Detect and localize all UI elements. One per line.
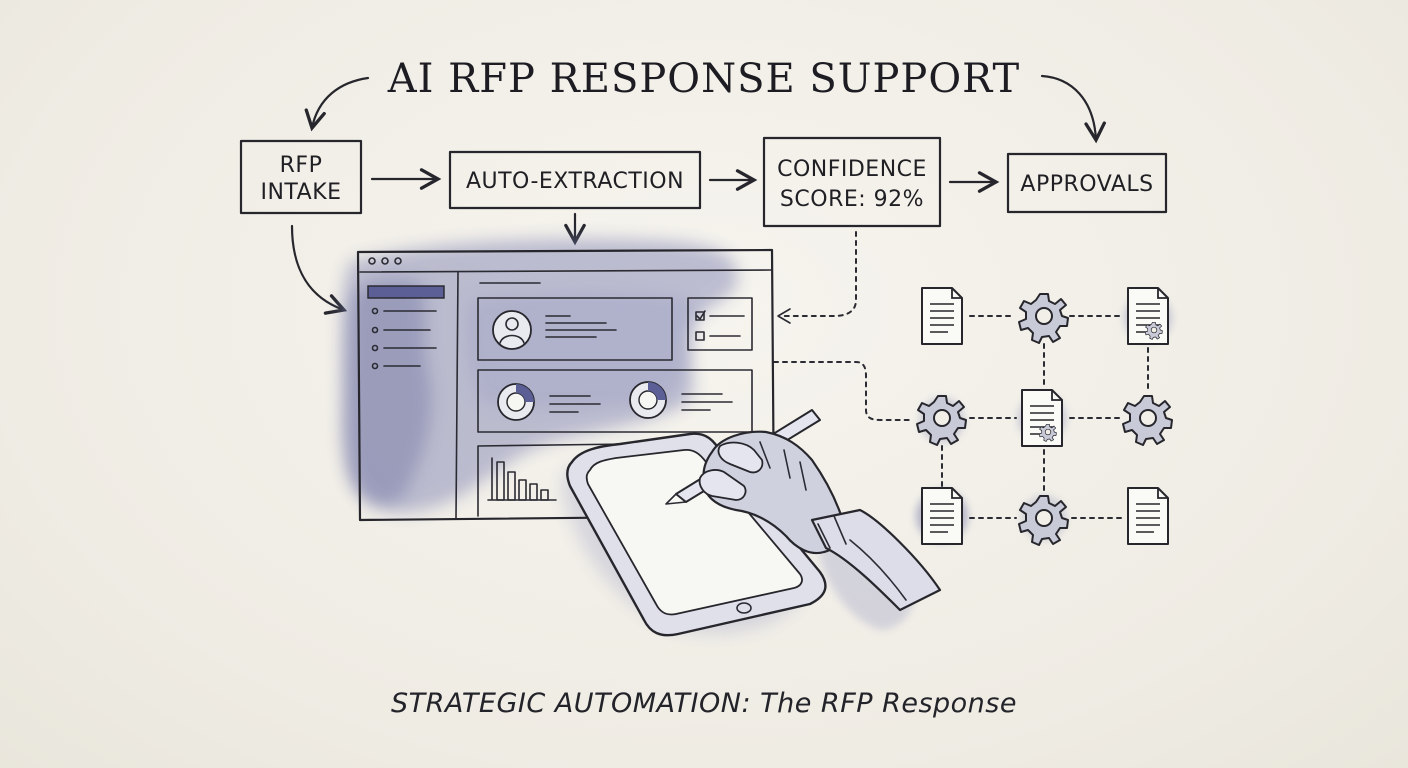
arrow-intake-to-dashboard: [290, 224, 348, 315]
rfp-intake-label-line2: INTAKE: [260, 180, 341, 205]
sidebar-list: [371, 307, 437, 370]
confidence-score-box: CONFIDENCE SCORE: 92%: [762, 136, 942, 228]
document-gear-icon: [1127, 287, 1169, 345]
window-dot-icon: [394, 257, 402, 265]
dotted-confidence-to-dashboard: [781, 231, 857, 317]
rfp-intake-label-line1: RFP: [280, 153, 323, 178]
rfp-intake-box: RFP INTAKE: [239, 139, 363, 215]
gear-icon: [1122, 395, 1173, 446]
gear-icon: [1018, 495, 1069, 546]
document-gear-icon: [1021, 389, 1063, 447]
document-icon: [1127, 487, 1169, 545]
bar-chart-icon: [487, 457, 557, 501]
diagram-title: AI RFP RESPONSE SUPPORT: [387, 56, 1020, 102]
gear-icon: [1018, 293, 1069, 344]
approvals-label: APPROVALS: [1020, 172, 1153, 197]
tablet: [566, 432, 827, 637]
confidence-label-line2: SCORE: 92%: [780, 187, 924, 212]
robot-hand-with-stylus: [665, 409, 942, 612]
metrics-card: [477, 369, 753, 433]
document-icon: [921, 287, 963, 345]
dashboard-window: [356, 248, 776, 522]
checkbox-checked-icon: [695, 311, 705, 321]
title-right-arrow: [1040, 74, 1106, 144]
sidebar-header-bar: [367, 285, 445, 299]
profile-card: [477, 297, 673, 361]
diagram-caption: STRATEGIC AUTOMATION: The RFP Response: [391, 688, 1017, 719]
auto-extraction-label: AUTO-EXTRACTION: [466, 169, 684, 194]
document-icon: [921, 487, 963, 545]
title-left-arrow: [304, 76, 370, 132]
bar-chart-card: [477, 443, 631, 517]
dotted-dashboard-to-network: [773, 361, 913, 421]
process-network: [916, 287, 1173, 546]
checkbox-icon: [695, 331, 705, 341]
window-dot-icon: [368, 257, 376, 265]
confidence-label-line1: CONFIDENCE: [777, 157, 927, 182]
auto-extraction-box: AUTO-EXTRACTION: [448, 150, 702, 210]
tablet-home-button-icon: [736, 602, 752, 614]
window-dot-icon: [381, 257, 389, 265]
approvals-box: APPROVALS: [1006, 152, 1168, 214]
gear-icon: [916, 395, 967, 446]
dotted-arrowhead: [777, 308, 791, 324]
checklist-card: [687, 297, 753, 351]
network-connectors: [941, 315, 1149, 519]
